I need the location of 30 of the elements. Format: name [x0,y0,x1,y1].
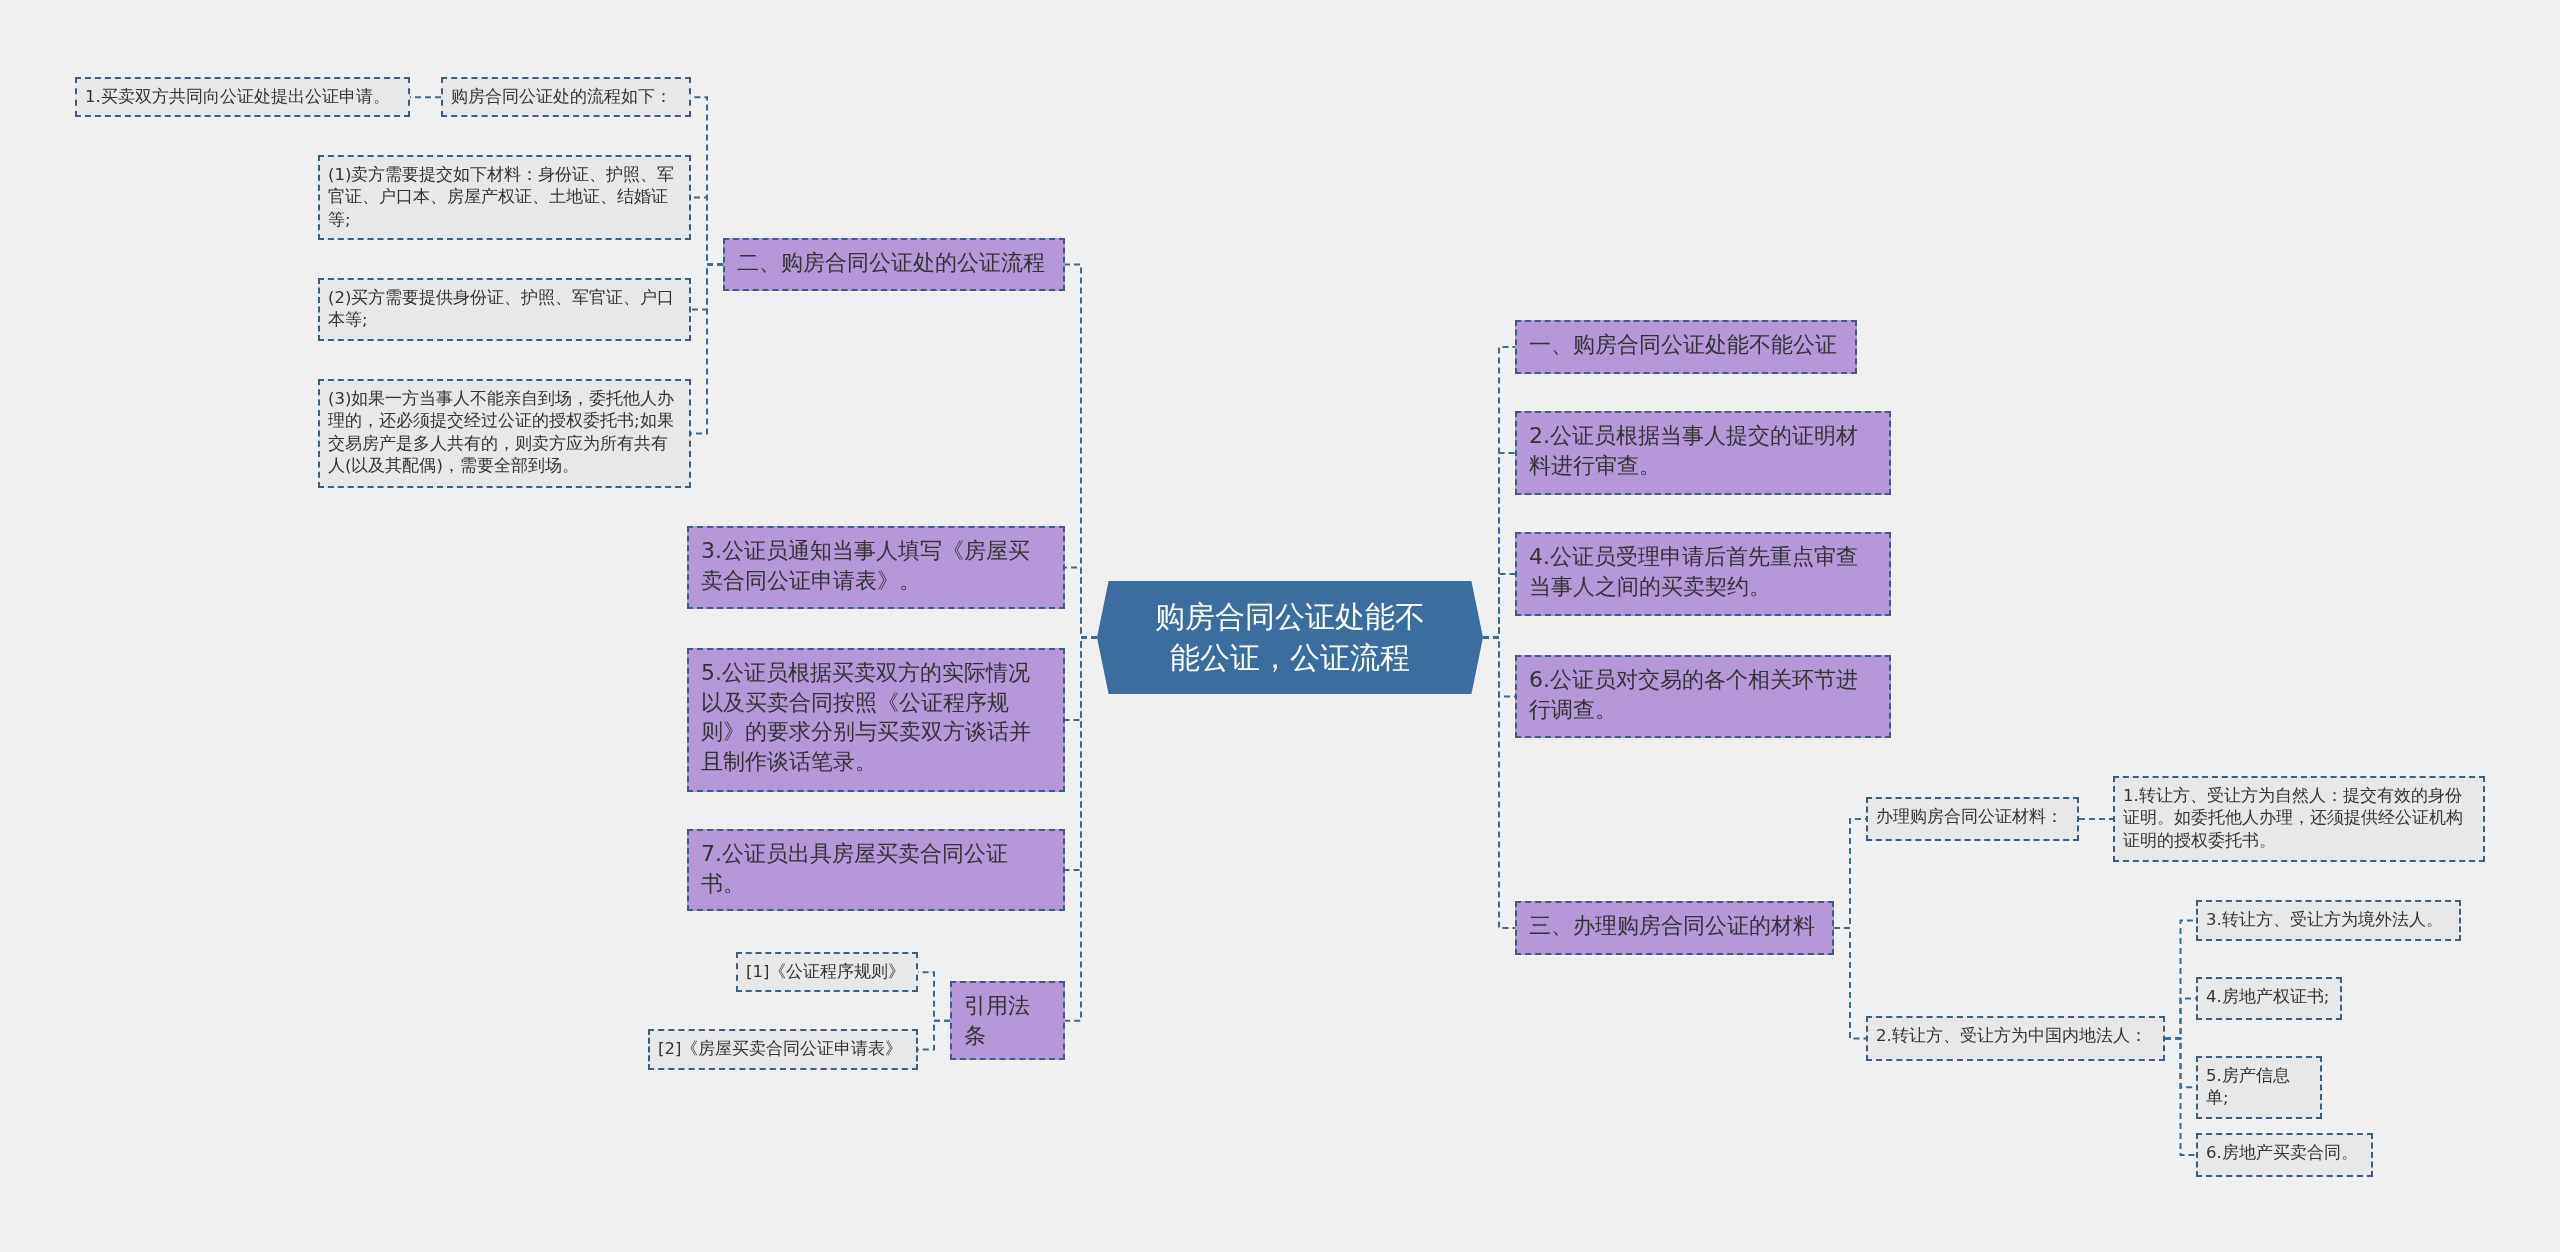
topic-box: 二、购房合同公证处的公证流程 [723,238,1065,291]
subtopic-box: [1]《公证程序规则》 [736,952,918,993]
connector-line [1482,636,1516,929]
subtopic-box: 2.转让方、受让方为中国内地法人： [1866,1016,2165,1061]
subtopic-box: 办理购房合同公证材料： [1866,797,2079,841]
topic-box: 2.公证员根据当事人提交的证明材料进行审查。 [1515,411,1891,495]
topic-box: 一、购房合同公证处能不能公证 [1515,320,1857,374]
connector-line [2164,1037,2197,1156]
subtopic-box: [2]《房屋买卖合同公证申请表》 [648,1029,918,1070]
topic-box: 3.公证员通知当事人填写《房屋买卖合同公证申请表》。 [687,526,1065,609]
topic-box: 引用法条 [950,981,1065,1061]
subtopic-box: 4.房地产权证书; [2196,977,2342,1020]
subtopic-box: 6.房地产买卖合同。 [2196,1133,2373,1177]
subtopic-box: 1.买卖双方共同向公证处提出公证申请。 [75,77,410,118]
topic-box: 5.公证员根据买卖双方的实际情况以及买卖合同按照《公证程序规则》的要求分别与买卖双方谈话并且制作谈话笔录。 [687,648,1065,792]
topic-box: 7.公证员出具房屋买卖合同公证书。 [687,829,1065,911]
subtopic-box: 3.转让方、受让方为境外法人。 [2196,900,2461,941]
central-topic: 购房合同公证处能不能公证，公证流程 [1097,581,1483,694]
subtopic-box: (2)买方需要提供身份证、护照、军官证、户口本等; [318,278,691,341]
subtopic-box: (3)如果一方当事人不能亲自到场，委托他人办理的，还必须提交经过公证的授权委托书;如果交易房产是多人共有的，则卖方应为所有共有人(以及其配偶)，需要全部到场。 [318,379,691,488]
connector-line [1833,927,1867,1040]
connector-line [2078,818,2114,820]
topic-box: 三、办理购房合同公证的材料 [1515,901,1834,955]
connector-line [1064,636,1098,1022]
subtopic-box: 5.房产信息单; [2196,1056,2322,1119]
subtopic-box: (1)卖方需要提交如下材料：身份证、护照、军官证、户口本、房屋产权证、土地证、结婚证等; [318,155,691,240]
topic-box: 6.公证员对交易的各个相关环节进行调查。 [1515,655,1891,738]
topic-box: 4.公证员受理申请后首先重点审查当事人之间的买卖契约。 [1515,532,1891,616]
subtopic-box: 购房合同公证处的流程如下： [441,77,691,118]
subtopic-box: 1.转让方、受让方为自然人：提交有效的身份证明。如委托他人办理，还须提供经公证机构证明的授权委托书。 [2113,776,2485,862]
